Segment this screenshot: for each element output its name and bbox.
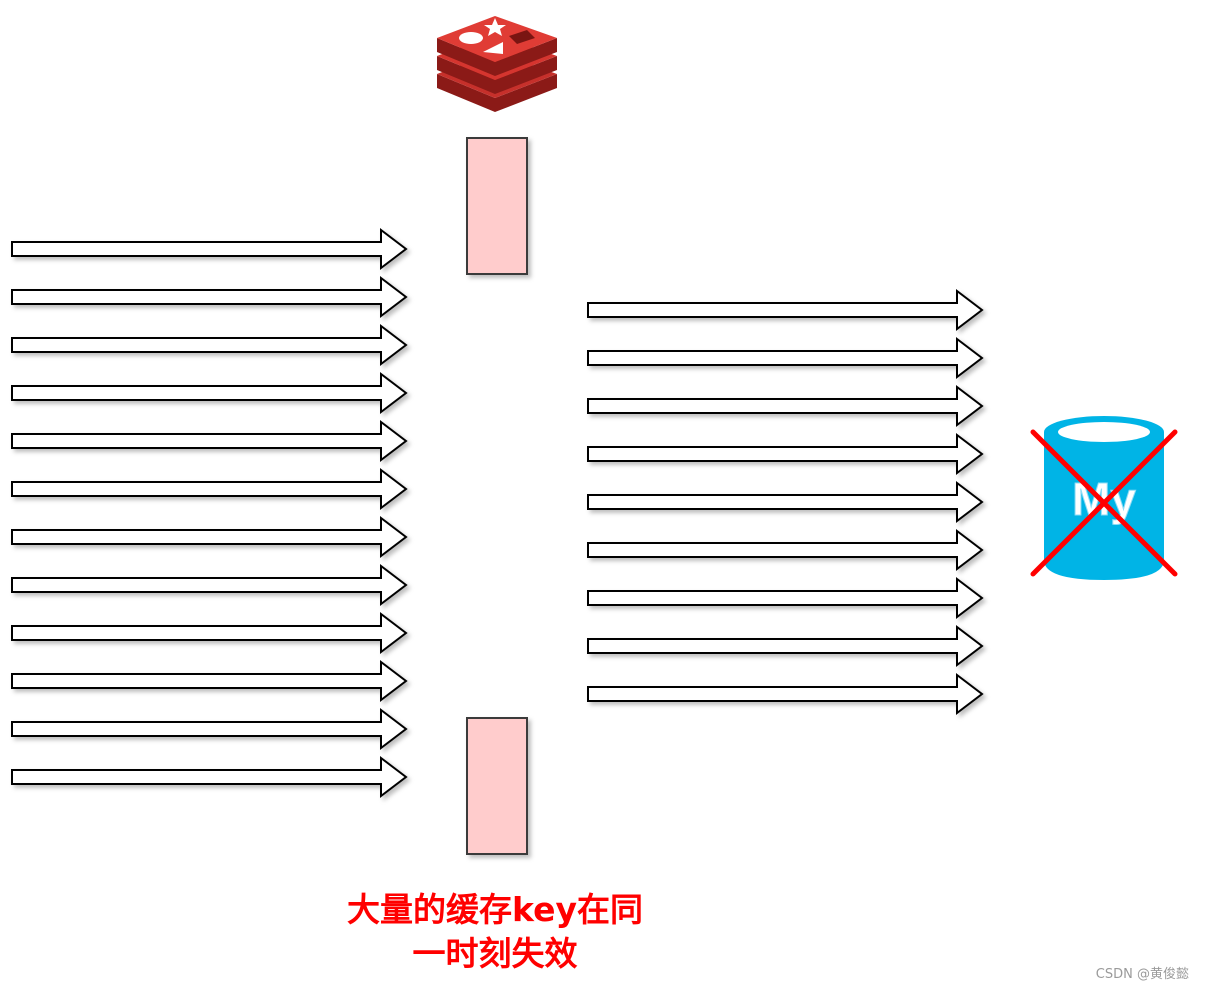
watermark: CSDN @黄俊懿 (1095, 967, 1189, 982)
left-request-arrow-11 (11, 707, 408, 751)
left-request-arrow-5 (11, 419, 408, 463)
right-request-arrow-5 (587, 480, 984, 524)
left-request-arrow-12 (11, 755, 408, 799)
left-request-arrow-10 (11, 659, 408, 703)
cache-barrier-bottom (466, 717, 528, 855)
left-request-arrow-2 (11, 275, 408, 319)
right-request-arrow-1 (587, 288, 984, 332)
left-request-arrow-8 (11, 563, 408, 607)
left-request-arrow-4 (11, 371, 408, 415)
left-request-arrow-1 (11, 227, 408, 271)
right-request-arrow-7 (587, 576, 984, 620)
right-request-arrow-8 (587, 624, 984, 668)
redis-logo-icon (437, 16, 557, 112)
request-arrows-left (11, 227, 408, 799)
right-request-arrow-4 (587, 432, 984, 476)
cache-barrier-top (466, 137, 528, 275)
left-request-arrow-3 (11, 323, 408, 367)
caption-line-1: 大量的缓存key在同 (347, 890, 643, 929)
right-request-arrow-2 (587, 336, 984, 380)
left-request-arrow-9 (11, 611, 408, 655)
right-request-arrow-9 (587, 672, 984, 716)
cross-icon (1030, 429, 1178, 577)
request-arrows-right (587, 288, 984, 716)
caption-line-2: 一时刻失效 (412, 934, 578, 973)
left-request-arrow-6 (11, 467, 408, 511)
right-request-arrow-6 (587, 528, 984, 572)
left-request-arrow-7 (11, 515, 408, 559)
right-request-arrow-3 (587, 384, 984, 428)
mysql-logo-icon: My (1044, 416, 1164, 580)
